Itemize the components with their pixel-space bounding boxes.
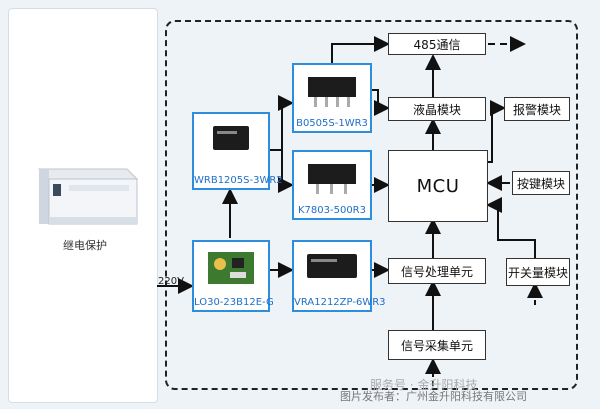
device-label: 继电保护 bbox=[63, 239, 107, 252]
block-mcu: MCU bbox=[388, 150, 488, 222]
module-k7803: K7803-500R3 bbox=[292, 150, 372, 220]
relay-protection-device-image bbox=[37, 168, 139, 225]
module-caption: WRB1205S-3WR2 bbox=[194, 175, 283, 186]
module-caption: B0505S-1WR3 bbox=[296, 118, 368, 129]
dcdc-module-icon bbox=[307, 254, 357, 278]
device-panel bbox=[8, 8, 158, 403]
block-switch-input: 开关量模块 bbox=[506, 258, 570, 286]
arrow-switch-to-mcu bbox=[486, 197, 536, 258]
arrow-wrb-to-k7803 bbox=[278, 150, 294, 193]
module-caption: LO30-23B12E-G bbox=[194, 297, 274, 308]
block-alarm: 报警模块 bbox=[504, 97, 570, 121]
sip-module-icon bbox=[308, 77, 356, 107]
module-caption: VRA1212ZP-6WR3 bbox=[294, 297, 386, 308]
block-signal-processing: 信号处理单元 bbox=[388, 258, 486, 284]
block-lcd: 液晶模块 bbox=[388, 97, 486, 121]
module-vra1212zp: VRA1212ZP-6WR3 bbox=[292, 240, 386, 312]
system-boundary bbox=[165, 20, 578, 390]
block-keys: 按键模块 bbox=[512, 171, 570, 195]
block-485: 485通信 bbox=[388, 33, 486, 55]
module-b0505s: B0505S-1WR3 bbox=[292, 63, 372, 133]
module-lo30: LO30-23B12E-G bbox=[192, 240, 274, 312]
arrow-b0505-to-lcd bbox=[372, 89, 390, 116]
open-frame-power-icon bbox=[208, 252, 254, 284]
arrow-b0505-to-485 bbox=[331, 36, 390, 64]
image-credit: 图片发布者：广州金升阳科技有限公司 bbox=[340, 390, 527, 403]
module-caption: K7803-500R3 bbox=[297, 205, 366, 216]
dcdc-module-icon bbox=[213, 126, 249, 150]
block-signal-acquisition: 信号采集单元 bbox=[388, 330, 486, 360]
module-wrb1205s: WRB1205S-3WR2 bbox=[192, 112, 283, 190]
arrow-wrb-to-b0505 bbox=[270, 95, 294, 151]
sip-module-icon bbox=[308, 164, 356, 194]
arrow-mcu-to-alarm bbox=[488, 100, 506, 163]
input-voltage-label: 220V bbox=[158, 276, 184, 287]
watermark: 服务号 · 金升阳科技 bbox=[370, 378, 478, 392]
